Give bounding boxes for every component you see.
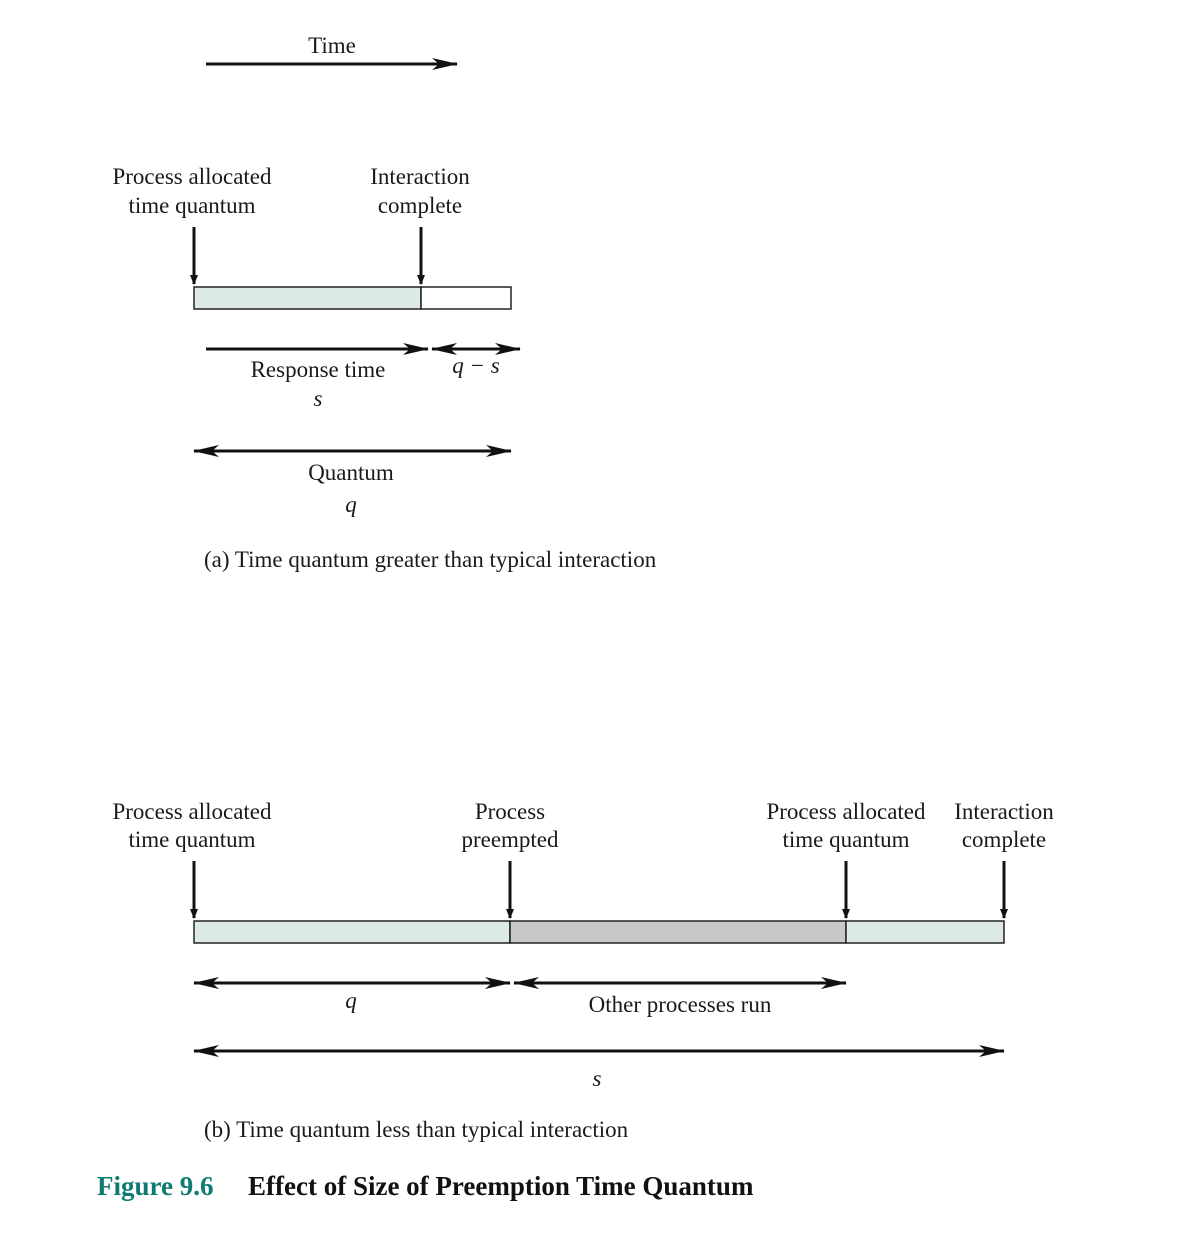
panel-b: Process allocated time quantum Process p… — [112, 799, 1054, 1142]
panel-a-quantum-label: Quantum — [308, 460, 394, 485]
panel-b-allocated2-label-line1: Process allocated — [766, 799, 926, 824]
panel-a: Process allocated time quantum Interacti… — [112, 164, 656, 572]
panel-b-preempted-label-line1: Process — [475, 799, 545, 824]
panel-b-allocated-label-line2: time quantum — [128, 827, 255, 852]
time-label: Time — [308, 33, 356, 58]
panel-b-caption: (b) Time quantum less than typical inter… — [204, 1117, 629, 1142]
panel-a-response-var: s — [314, 386, 323, 411]
panel-a-complete-label-line2: complete — [378, 193, 462, 218]
figure-number: Figure 9.6 — [97, 1171, 214, 1201]
panel-b-complete-label-line2: complete — [962, 827, 1046, 852]
panel-a-caption: (a) Time quantum greater than typical in… — [204, 547, 657, 572]
panel-b-complete-label-line1: Interaction — [954, 799, 1054, 824]
panel-b-quantum-var: q — [345, 988, 357, 1013]
figure-caption: Figure 9.6 Effect of Size of Preemption … — [97, 1171, 754, 1201]
panel-b-other-label: Other processes run — [589, 992, 772, 1017]
panel-a-allocated-label-line2: time quantum — [128, 193, 255, 218]
panel-a-quantum-var: q — [345, 492, 357, 517]
panel-b-total-var: s — [593, 1066, 602, 1091]
panel-a-allocated-label-line1: Process allocated — [112, 164, 272, 189]
panel-a-response-label: Response time — [251, 357, 386, 382]
panel-a-process-bar — [193, 286, 422, 310]
panel-b-process-bar-1 — [193, 920, 511, 944]
panel-a-complete-label-line1: Interaction — [370, 164, 470, 189]
figure-title: Effect of Size of Preemption Time Quantu… — [248, 1171, 754, 1201]
time-axis: Time — [206, 33, 458, 70]
panel-b-allocated2-label-line2: time quantum — [782, 827, 909, 852]
panel-b-process-bar-2 — [845, 920, 1005, 944]
panel-b-preempted-label-line2: preempted — [461, 827, 559, 852]
panel-a-remainder-bar — [420, 286, 512, 310]
panel-b-other-bar — [509, 920, 847, 944]
panel-a-remainder-label: q − s — [452, 353, 500, 378]
panel-b-allocated-label-line1: Process allocated — [112, 799, 272, 824]
